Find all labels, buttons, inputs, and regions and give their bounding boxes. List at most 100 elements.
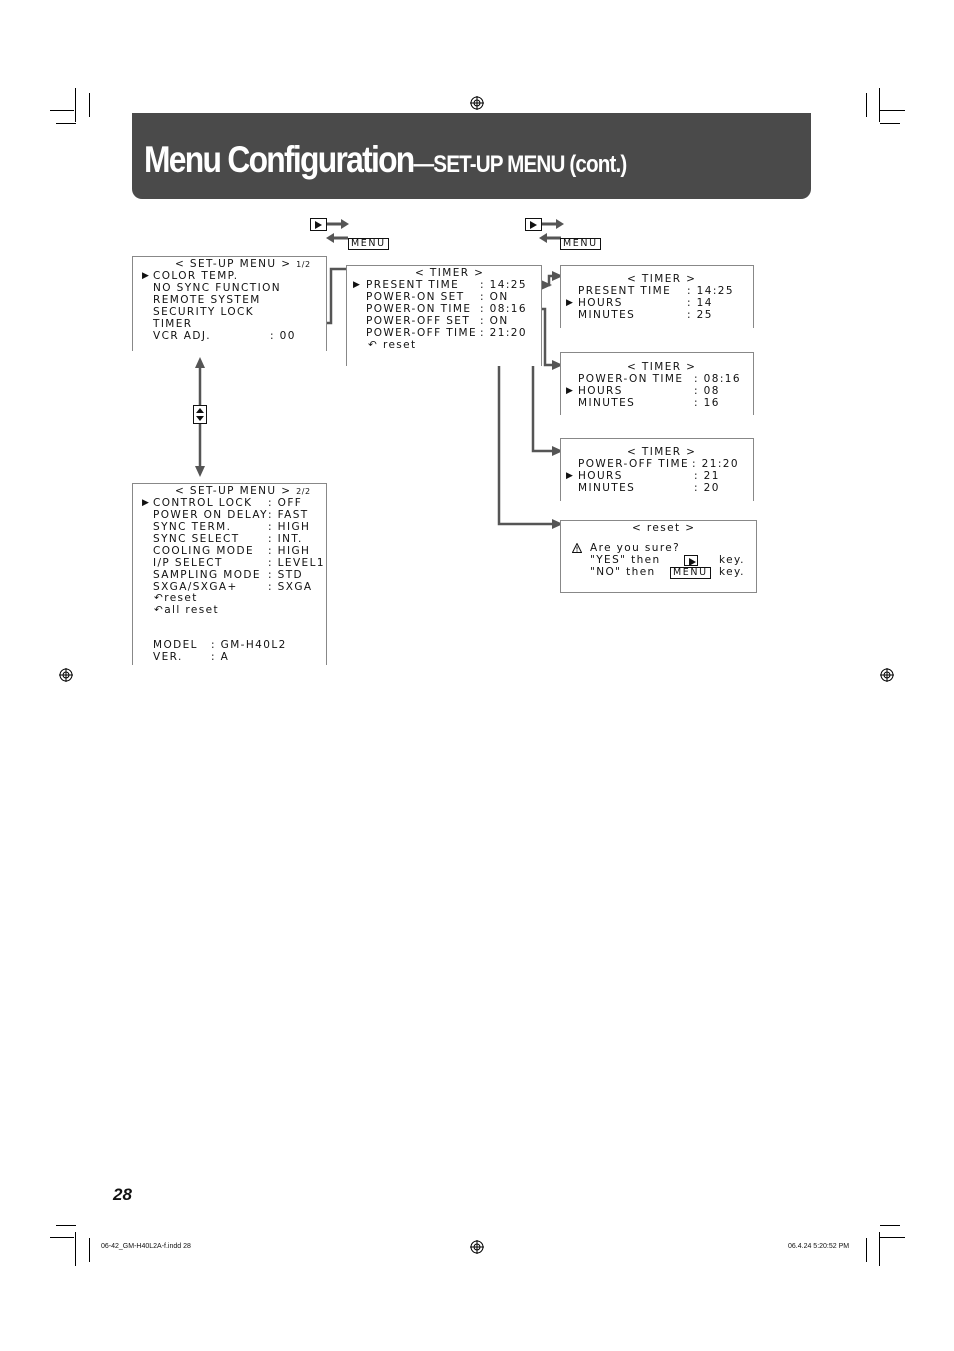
setup-item-value: : SXGA <box>268 581 313 593</box>
crop-mark <box>56 1225 76 1226</box>
return-icon: ↶ <box>154 604 165 616</box>
timer-hours-item[interactable]: HOURS <box>578 470 623 482</box>
play-button-icon <box>310 218 327 231</box>
setup-item-sync-select[interactable]: SYNC SELECT <box>153 533 240 545</box>
timer-row-value: : 08:16 <box>694 373 741 385</box>
setup-item-no-sync-function[interactable]: NO SYNC FUNCTION <box>153 282 281 294</box>
setup-item-remote-system[interactable]: REMOTE SYSTEM <box>153 294 261 306</box>
timer-title: < TIMER > <box>627 273 697 285</box>
crop-mark <box>89 93 90 117</box>
timer-item-value: : 08:16 <box>480 303 527 315</box>
crop-mark <box>866 93 867 117</box>
setup-item-value: : HIGH <box>268 545 311 557</box>
crop-mark <box>50 110 74 111</box>
setup-item-cooling-mode[interactable]: COOLING MODE <box>153 545 254 557</box>
page-title-main: Menu Configuration <box>144 139 415 180</box>
timer-hours-item[interactable]: HOURS <box>578 297 623 309</box>
registration-mark-icon <box>59 668 73 682</box>
crop-mark <box>880 1237 905 1238</box>
registration-mark-icon <box>470 96 484 110</box>
reset-confirm-dialog: < reset > Are you sure? "YES" then key. … <box>560 520 757 593</box>
setup-item-ip-select[interactable]: I/P SELECT <box>153 557 223 569</box>
crop-mark <box>89 1238 90 1262</box>
timer-item-power-on-time[interactable]: POWER-ON TIME <box>366 303 472 315</box>
timer-row-value: : 08 <box>694 385 720 397</box>
setup-item-color-temp[interactable]: COLOR TEMP. <box>153 270 239 282</box>
setup-item-value: : STD <box>268 569 304 581</box>
arrow-right-icon <box>327 219 349 229</box>
crop-mark <box>75 88 76 122</box>
menu-key-label: MENU <box>348 238 389 250</box>
reset-item[interactable]: ↶reset <box>154 592 198 604</box>
timer-reset-item[interactable]: ↶ reset <box>368 339 417 351</box>
timer-row-label: POWER-ON TIME <box>578 373 684 385</box>
timer-item-value: : ON <box>480 315 509 327</box>
play-button-icon <box>684 555 698 566</box>
timer-item-power-off-set[interactable]: POWER-OFF SET <box>366 315 471 327</box>
arrow-left-icon <box>539 233 561 243</box>
crop-mark <box>879 1232 880 1266</box>
crop-mark <box>56 123 76 124</box>
version-value: : A <box>211 651 230 663</box>
selection-cursor-icon: ▶ <box>566 471 575 481</box>
return-icon: ↶ <box>154 592 165 604</box>
return-icon: ↶ <box>368 339 379 351</box>
page-header-banner: Menu Configuration—SET-UP MENU (cont.) <box>132 113 811 199</box>
reset-dialog-title: < reset > <box>632 522 696 534</box>
setup-item-value: : INT. <box>268 533 303 545</box>
timer-row-value: : 21:20 <box>692 458 739 470</box>
timer-row-value: : 14:25 <box>687 285 734 297</box>
setup-item-value: : FAST <box>268 509 309 521</box>
reset-no-instruction: "NO" then <box>590 566 656 578</box>
setup-item-value: : LEVEL1 <box>268 557 325 569</box>
timer-row-value: : 14 <box>687 297 713 309</box>
setup-item-timer[interactable]: TIMER <box>153 318 193 330</box>
reset-yes-instruction: "YES" then <box>590 554 661 566</box>
play-button-icon <box>525 218 542 231</box>
selection-cursor-icon: ▶ <box>566 386 575 396</box>
registration-mark-icon <box>470 1240 484 1254</box>
setup-item-sampling-mode[interactable]: SAMPLING MODE <box>153 569 261 581</box>
timer-present-time-menu: < TIMER > PRESENT TIME : 14:25 ▶ HOURS :… <box>560 265 754 328</box>
timer-item-value: : 21:20 <box>480 327 527 339</box>
crop-mark <box>866 1238 867 1262</box>
timer-hours-item[interactable]: HOURS <box>578 385 623 397</box>
timer-title: < TIMER > <box>627 446 697 458</box>
timer-row-label: POWER-OFF TIME <box>578 458 690 470</box>
timer-minutes-item[interactable]: MINUTES <box>578 309 636 321</box>
setup-menu-title: < SET-UP MENU > 1/2 <box>175 258 311 270</box>
setup-item-vcr-adj[interactable]: VCR ADJ. <box>153 330 212 342</box>
setup-item-power-on-delay[interactable]: POWER ON DELAY <box>153 509 268 521</box>
timer-row-value: : 16 <box>694 397 720 409</box>
all-reset-item[interactable]: ↶all reset <box>154 604 220 616</box>
crop-mark <box>880 110 905 111</box>
selection-cursor-icon: ▶ <box>353 280 362 290</box>
menu-key: MENU <box>670 566 711 579</box>
setup-item-value: : OFF <box>268 497 303 509</box>
timer-row-value: : 21 <box>694 470 720 482</box>
setup-item-value: : HIGH <box>268 521 311 533</box>
timer-item-present-time[interactable]: PRESENT TIME <box>366 279 460 291</box>
warning-icon <box>572 543 582 553</box>
menu-key: MENU <box>348 233 389 251</box>
registration-mark-icon <box>880 668 894 682</box>
key-word: key. <box>719 554 745 566</box>
crop-mark <box>879 88 880 122</box>
reset-question: Are you sure? <box>590 542 681 554</box>
timer-title: < TIMER > <box>627 361 697 373</box>
timer-item-power-off-time[interactable]: POWER-OFF TIME <box>366 327 478 339</box>
setup-item-security-lock[interactable]: SECURITY LOCK <box>153 306 255 318</box>
setup-item-control-lock[interactable]: CONTROL LOCK <box>153 497 253 509</box>
setup-item-sync-term[interactable]: SYNC TERM. <box>153 521 232 533</box>
timer-row-value: : 25 <box>687 309 713 321</box>
setup-menu-page-1: < SET-UP MENU > 1/2 ▶ COLOR TEMP. NO SYN… <box>132 256 327 351</box>
setup-item-sxga[interactable]: SXGA/SXGA+ <box>153 581 238 593</box>
timer-minutes-item[interactable]: MINUTES <box>578 397 636 409</box>
timer-power-on-menu: < TIMER > POWER-ON TIME : 08:16 ▶ HOURS … <box>560 352 754 415</box>
menu-key: MENU <box>560 233 601 251</box>
timer-item-power-on-set[interactable]: POWER-ON SET <box>366 291 465 303</box>
page-title: Menu Configuration—SET-UP MENU (cont.) <box>144 139 627 181</box>
timer-row-value: : 20 <box>694 482 720 494</box>
timer-menu: < TIMER > ▶ PRESENT TIME : 14:25 POWER-O… <box>346 265 542 366</box>
timer-minutes-item[interactable]: MINUTES <box>578 482 636 494</box>
